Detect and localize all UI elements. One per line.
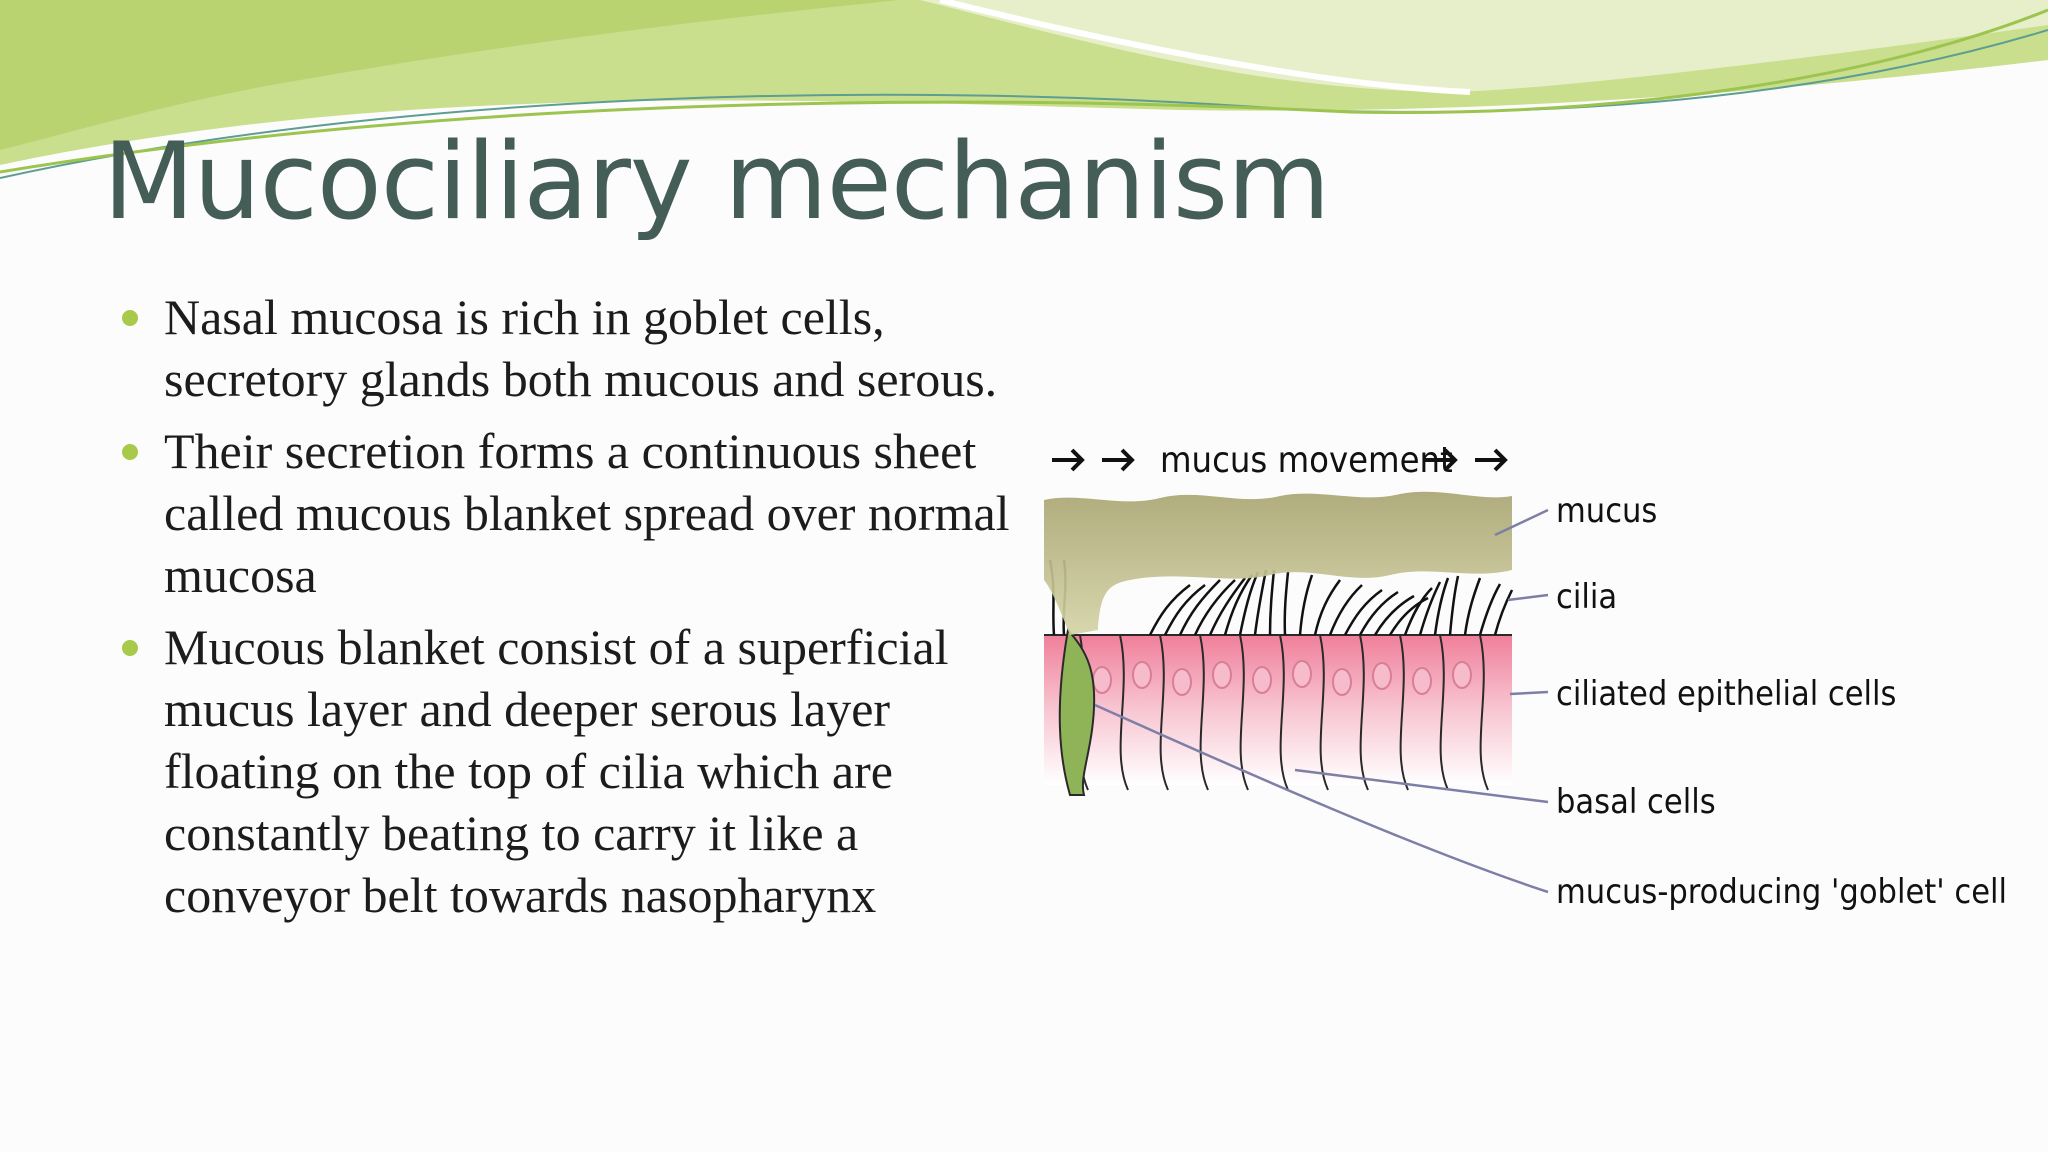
bullet-list: Nasal mucosa is rich in goblet cells, se… (118, 286, 1018, 936)
cilia (1048, 559, 1514, 636)
mucus-movement-label: mucus movement (1160, 440, 1453, 481)
bullet-dot-icon (122, 310, 138, 326)
bullet-text: Nasal mucosa is rich in goblet cells, se… (164, 289, 998, 407)
bullet-dot-icon (122, 640, 138, 656)
movement-arrows-left (1052, 448, 1135, 472)
leader-lines (1094, 508, 1549, 894)
movement-arrows-right (1425, 448, 1508, 472)
label-cilia: cilia (1556, 577, 1617, 617)
bullet-text: Mucous blanket consist of a superficial … (164, 619, 949, 923)
bullet-text: Their secretion forms a continuous sheet… (164, 423, 1010, 603)
bullet-item: Nasal mucosa is rich in goblet cells, se… (118, 286, 1018, 410)
label-mucus: mucus (1556, 491, 1657, 531)
mucus-layer (1044, 491, 1512, 635)
goblet-cell (1058, 627, 1096, 796)
label-goblet-cell: mucus-producing 'goblet' cell (1556, 872, 2007, 912)
slide-title: Mucociliary mechanism (103, 120, 1330, 243)
bullet-item: Their secretion forms a continuous sheet… (118, 420, 1018, 606)
ciliated-epithelial-cells (1044, 634, 1512, 791)
label-basal-cells: basal cells (1556, 782, 1716, 822)
bullet-dot-icon (122, 444, 138, 460)
header-swoosh (0, 0, 2048, 179)
bullet-item: Mucous blanket consist of a superficial … (118, 616, 1018, 926)
mucociliary-diagram: mucus movement (1044, 440, 2007, 912)
label-ciliated-epithelial-cells: ciliated epithelial cells (1556, 674, 1897, 714)
